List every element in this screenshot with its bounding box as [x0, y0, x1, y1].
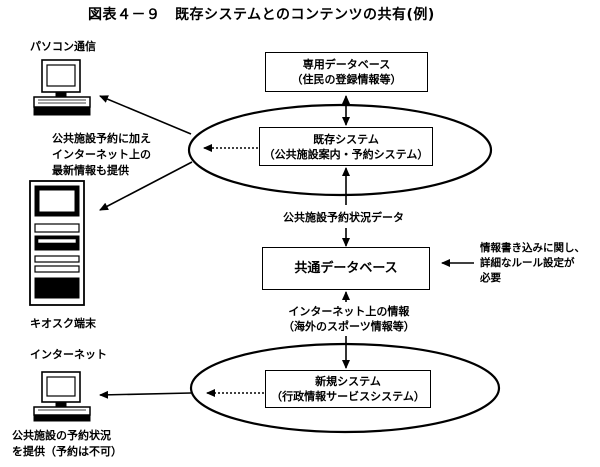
new-system-box: 新規システム （行政情報サービスシステム） — [265, 370, 431, 408]
common-db-box: 共通データベース — [262, 247, 430, 290]
note-line: インターネット上の — [52, 148, 151, 161]
note-line: （海外のスポーツ情報等） — [283, 320, 415, 333]
kiosk-icon — [29, 180, 85, 306]
provide-latest-note: 公共施設予約に加え インターネット上の 最新情報も提供 — [52, 131, 151, 179]
pc-comm-label: パソコン通信 — [30, 40, 96, 53]
note-line: 公共施設予約に加え — [52, 132, 151, 145]
internet-info-note: インターネット上の情報 （海外のスポーツ情報等） — [283, 304, 415, 334]
existing-system-subtitle: （公共施設案内・予約システム） — [263, 147, 429, 161]
existing-system-ellipse — [187, 103, 493, 197]
note-line: インターネット上の情報 — [288, 305, 410, 318]
computer-icon — [33, 371, 91, 422]
note-line: 情報書き込みに関し、 — [480, 242, 585, 254]
note-line: 公共施設の予約状況 — [12, 429, 111, 442]
reservation-status-data-label: 公共施設予約状況データ — [283, 211, 404, 225]
existing-system-box: 既存システム （公共施設案内・予約システム） — [259, 127, 433, 166]
page-title: 図表４－９ 既存システムとのコンテンツの共有(例) — [88, 7, 435, 23]
new-system-ellipse — [189, 342, 501, 434]
dedicated-db-box: 専用データベース （住民の登録情報等） — [265, 52, 428, 92]
internet-label: インターネット — [30, 348, 107, 361]
new-system-title: 新規システム — [315, 375, 381, 388]
new-system-subtitle: （行政情報サービスシステム） — [271, 390, 425, 403]
arrow-to-pc-comm — [99, 95, 192, 135]
note-line: 詳細なルール設定が — [480, 257, 575, 269]
common-db-title: 共通データベース — [294, 261, 398, 276]
dedicated-db-title: 専用データベース — [302, 58, 391, 71]
write-rules-note: 情報書き込みに関し、 詳細なルール設定が 必要 — [480, 241, 585, 286]
computer-icon — [33, 59, 91, 116]
dedicated-db-subtitle: （住民の登録情報等） — [291, 73, 402, 86]
existing-system-title: 既存システム — [313, 132, 379, 146]
note-line: 必要 — [480, 272, 501, 284]
arrow-to-internet-pc — [99, 390, 192, 399]
kiosk-label: キオスク端末 — [30, 317, 96, 330]
note-line: を提供（予約は不可） — [12, 445, 122, 458]
arrow-to-kiosk — [99, 161, 193, 211]
reservation-only-note: 公共施設の予約状況 を提供（予約は不可） — [12, 428, 122, 460]
note-line: 最新情報も提供 — [52, 164, 129, 177]
